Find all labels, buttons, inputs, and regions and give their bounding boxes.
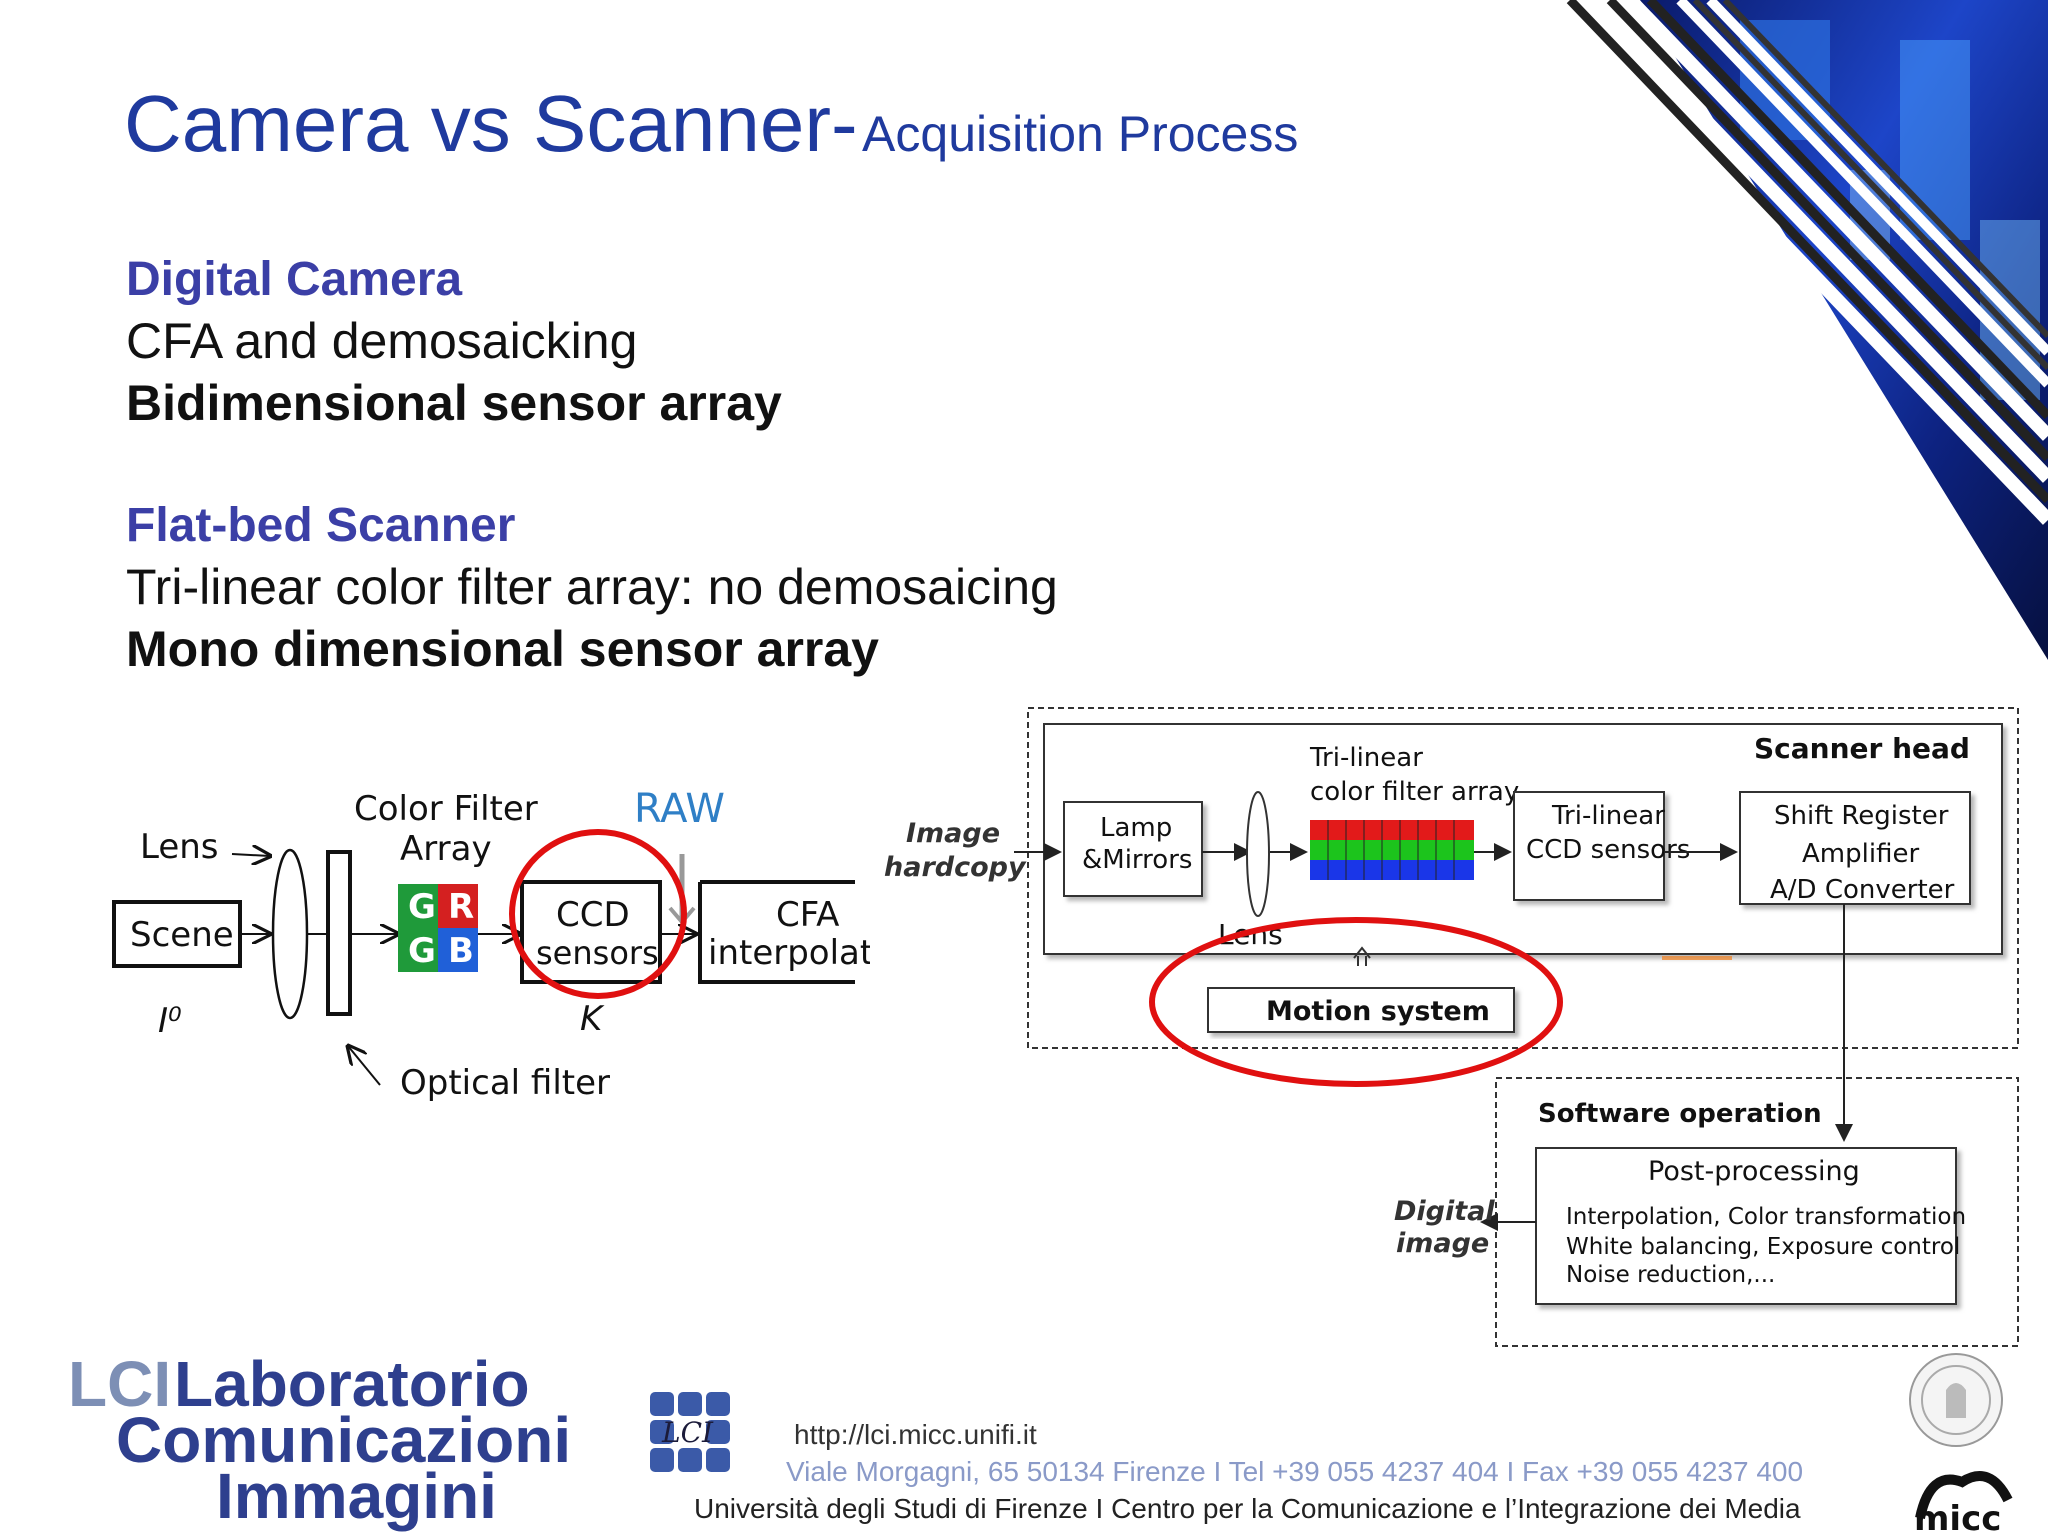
- cam-lens-label: Lens: [140, 827, 219, 867]
- micc-logo-icon: micc: [1914, 1471, 2013, 1536]
- lci-abbr: LCI: [68, 1348, 171, 1420]
- scanner-line-2: Mono dimensional sensor array: [126, 621, 879, 677]
- scene-symbol: I⁰: [158, 1001, 182, 1041]
- ccd-highlight-circle: [509, 829, 687, 999]
- micc-text: micc: [1914, 1499, 2001, 1536]
- motion-system-label: Motion system: [1266, 996, 1490, 1027]
- camera-heading: Digital Camera: [126, 253, 463, 306]
- footer-url: http://lci.micc.unifi.it: [794, 1419, 1037, 1450]
- slide-title: Camera vs Scanner- Acquisition Process: [124, 78, 1298, 170]
- post-processing-box: [1535, 1147, 1957, 1305]
- scanner-pipeline-diagram: Scanner head Image hardcopy Lamp &Mirror…: [884, 707, 2019, 1347]
- post-line-3: Noise reduction,...: [1566, 1262, 1775, 1288]
- trilinear-ccd-box: [1513, 791, 1665, 901]
- scanner-heading: Flat-bed Scanner: [126, 499, 516, 552]
- shift-label-1: Shift Register: [1774, 801, 1949, 831]
- shift-label-2: Amplifier: [1802, 839, 1919, 869]
- lab-line-3: Immagini: [216, 1460, 497, 1532]
- trilinear-filter-strip: [1310, 820, 1474, 880]
- optical-filter-label: Optical filter: [400, 1063, 610, 1103]
- cfa-interp-label-2: interpolat: [708, 933, 870, 973]
- footer-address: Viale Morgagni, 65 50134 Firenze I Tel +…: [786, 1456, 1803, 1487]
- corner-photo-graphic: [1544, 0, 2048, 660]
- camera-line-2: Bidimensional sensor array: [126, 375, 782, 431]
- shift-register-box: [1739, 791, 1971, 905]
- title-subtitle: Acquisition Process: [862, 106, 1299, 162]
- trilinear-cfa-label-2: color filter array: [1310, 777, 1519, 807]
- scanner-line-1: Tri-linear color filter array: no demosa…: [126, 559, 1058, 615]
- image-hardcopy-1: Image: [906, 818, 1000, 849]
- digital-image-1: Digital: [1394, 1196, 1495, 1227]
- cfa-cell-g2: G: [408, 931, 436, 971]
- lab-line-1: Laboratorio: [174, 1348, 530, 1420]
- software-label: Software operation: [1538, 1099, 1822, 1129]
- image-hardcopy-2: hardcopy: [884, 852, 1027, 883]
- university-seal-icon: [1909, 1353, 2003, 1447]
- camera-line-1: CFA and demosaicking: [126, 313, 638, 369]
- motion-system-box: [1207, 987, 1515, 1033]
- scanner-head-label: Scanner head: [1754, 732, 1970, 765]
- title-main: Camera vs Scanner-: [124, 79, 858, 168]
- optical-filter-shape: [326, 850, 352, 1016]
- post-line-1: Interpolation, Color transformation: [1566, 1204, 1966, 1230]
- software-dashed-box: [1495, 1077, 2019, 1347]
- cfa-label-2: Array: [400, 829, 492, 869]
- trilinear-ccd-label-1: Tri-linear: [1551, 801, 1665, 831]
- lci-small-logo-text: LCI: [661, 1416, 714, 1449]
- lab-line-2: Comunicazioni: [116, 1404, 571, 1476]
- raw-label: RAW: [634, 786, 725, 832]
- ccd-label-1: CCD: [556, 895, 630, 935]
- lens-shape: [271, 848, 309, 1020]
- trilinear-ccd-label-2: CCD sensors: [1526, 835, 1690, 865]
- lamp-label-1: Lamp: [1100, 813, 1172, 843]
- camera-pipeline-diagram: Lens Scene I⁰ Color Filter Array G R G B…: [112, 786, 870, 1103]
- ccd-box: [520, 880, 662, 984]
- lamp-label-2: &Mirrors: [1082, 845, 1192, 875]
- post-title: Post-processing: [1648, 1156, 1860, 1187]
- motion-highlight-circle: [1149, 917, 1563, 1087]
- digital-image-2: image: [1396, 1228, 1489, 1259]
- cfa-cell-r: R: [448, 887, 474, 927]
- shift-label-3: A/D Converter: [1770, 875, 1955, 905]
- cfa-interp-label-1: CFA: [776, 895, 839, 935]
- cfa-cell-b: B: [448, 931, 474, 971]
- cfa-cell-g1: G: [408, 887, 436, 927]
- trilinear-cfa-label-1: Tri-linear: [1309, 743, 1423, 773]
- ccd-symbol: K: [580, 999, 605, 1039]
- lamp-box: [1063, 801, 1203, 897]
- cfa-interp-box: [698, 880, 855, 984]
- cfa-grid: G R G B: [398, 884, 478, 972]
- footer: LCI Laboratorio Comunicazioni Immagini L…: [68, 1348, 2013, 1536]
- post-line-2: White balancing, Exposure control: [1566, 1234, 1960, 1260]
- lci-small-logo: LCI: [650, 1392, 730, 1472]
- footer-university: Università degli Studi di Firenze I Cent…: [694, 1493, 1801, 1524]
- scene-label: Scene: [130, 915, 234, 955]
- ccd-label-2: sensors: [536, 934, 659, 972]
- cfa-label-1: Color Filter: [354, 789, 538, 829]
- scanner-lens-shape: [1246, 791, 1270, 917]
